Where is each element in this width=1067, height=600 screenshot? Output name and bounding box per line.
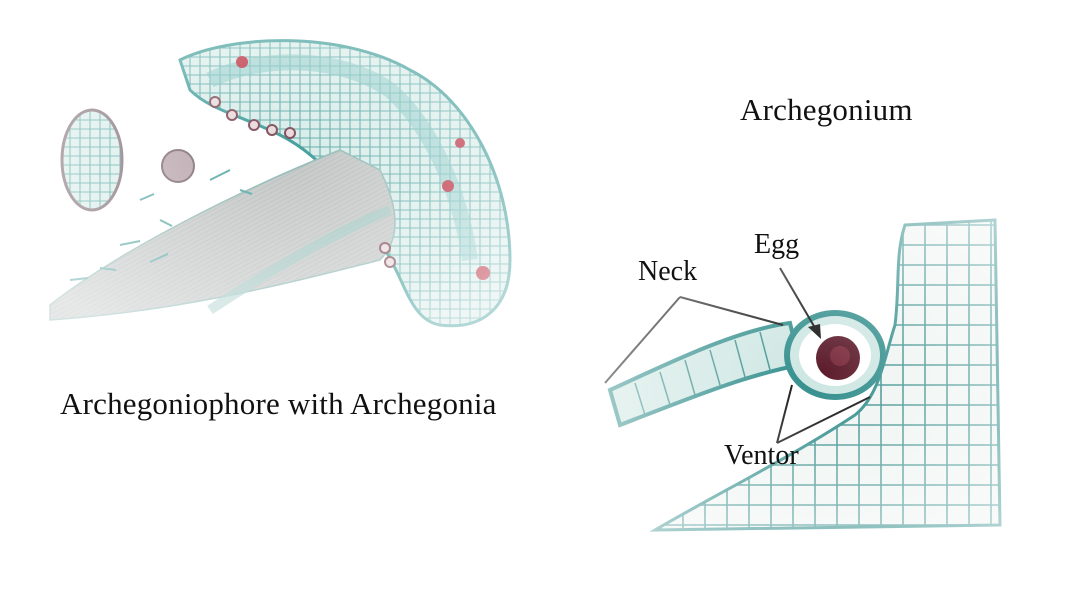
archegoniophore-caption: Archegoniophore with Archegonia	[60, 386, 497, 421]
neck-label: Neck	[638, 256, 698, 287]
archegoniophore-illustration	[40, 30, 520, 340]
ventor-label: Ventor	[724, 440, 799, 471]
archegoniophore-micrograph	[40, 30, 520, 340]
egg-label: Egg	[754, 229, 800, 260]
archegonium-micrograph	[595, 205, 1005, 545]
archegonium-title: Archegonium	[740, 92, 913, 127]
archegonium-illustration	[595, 205, 1005, 545]
